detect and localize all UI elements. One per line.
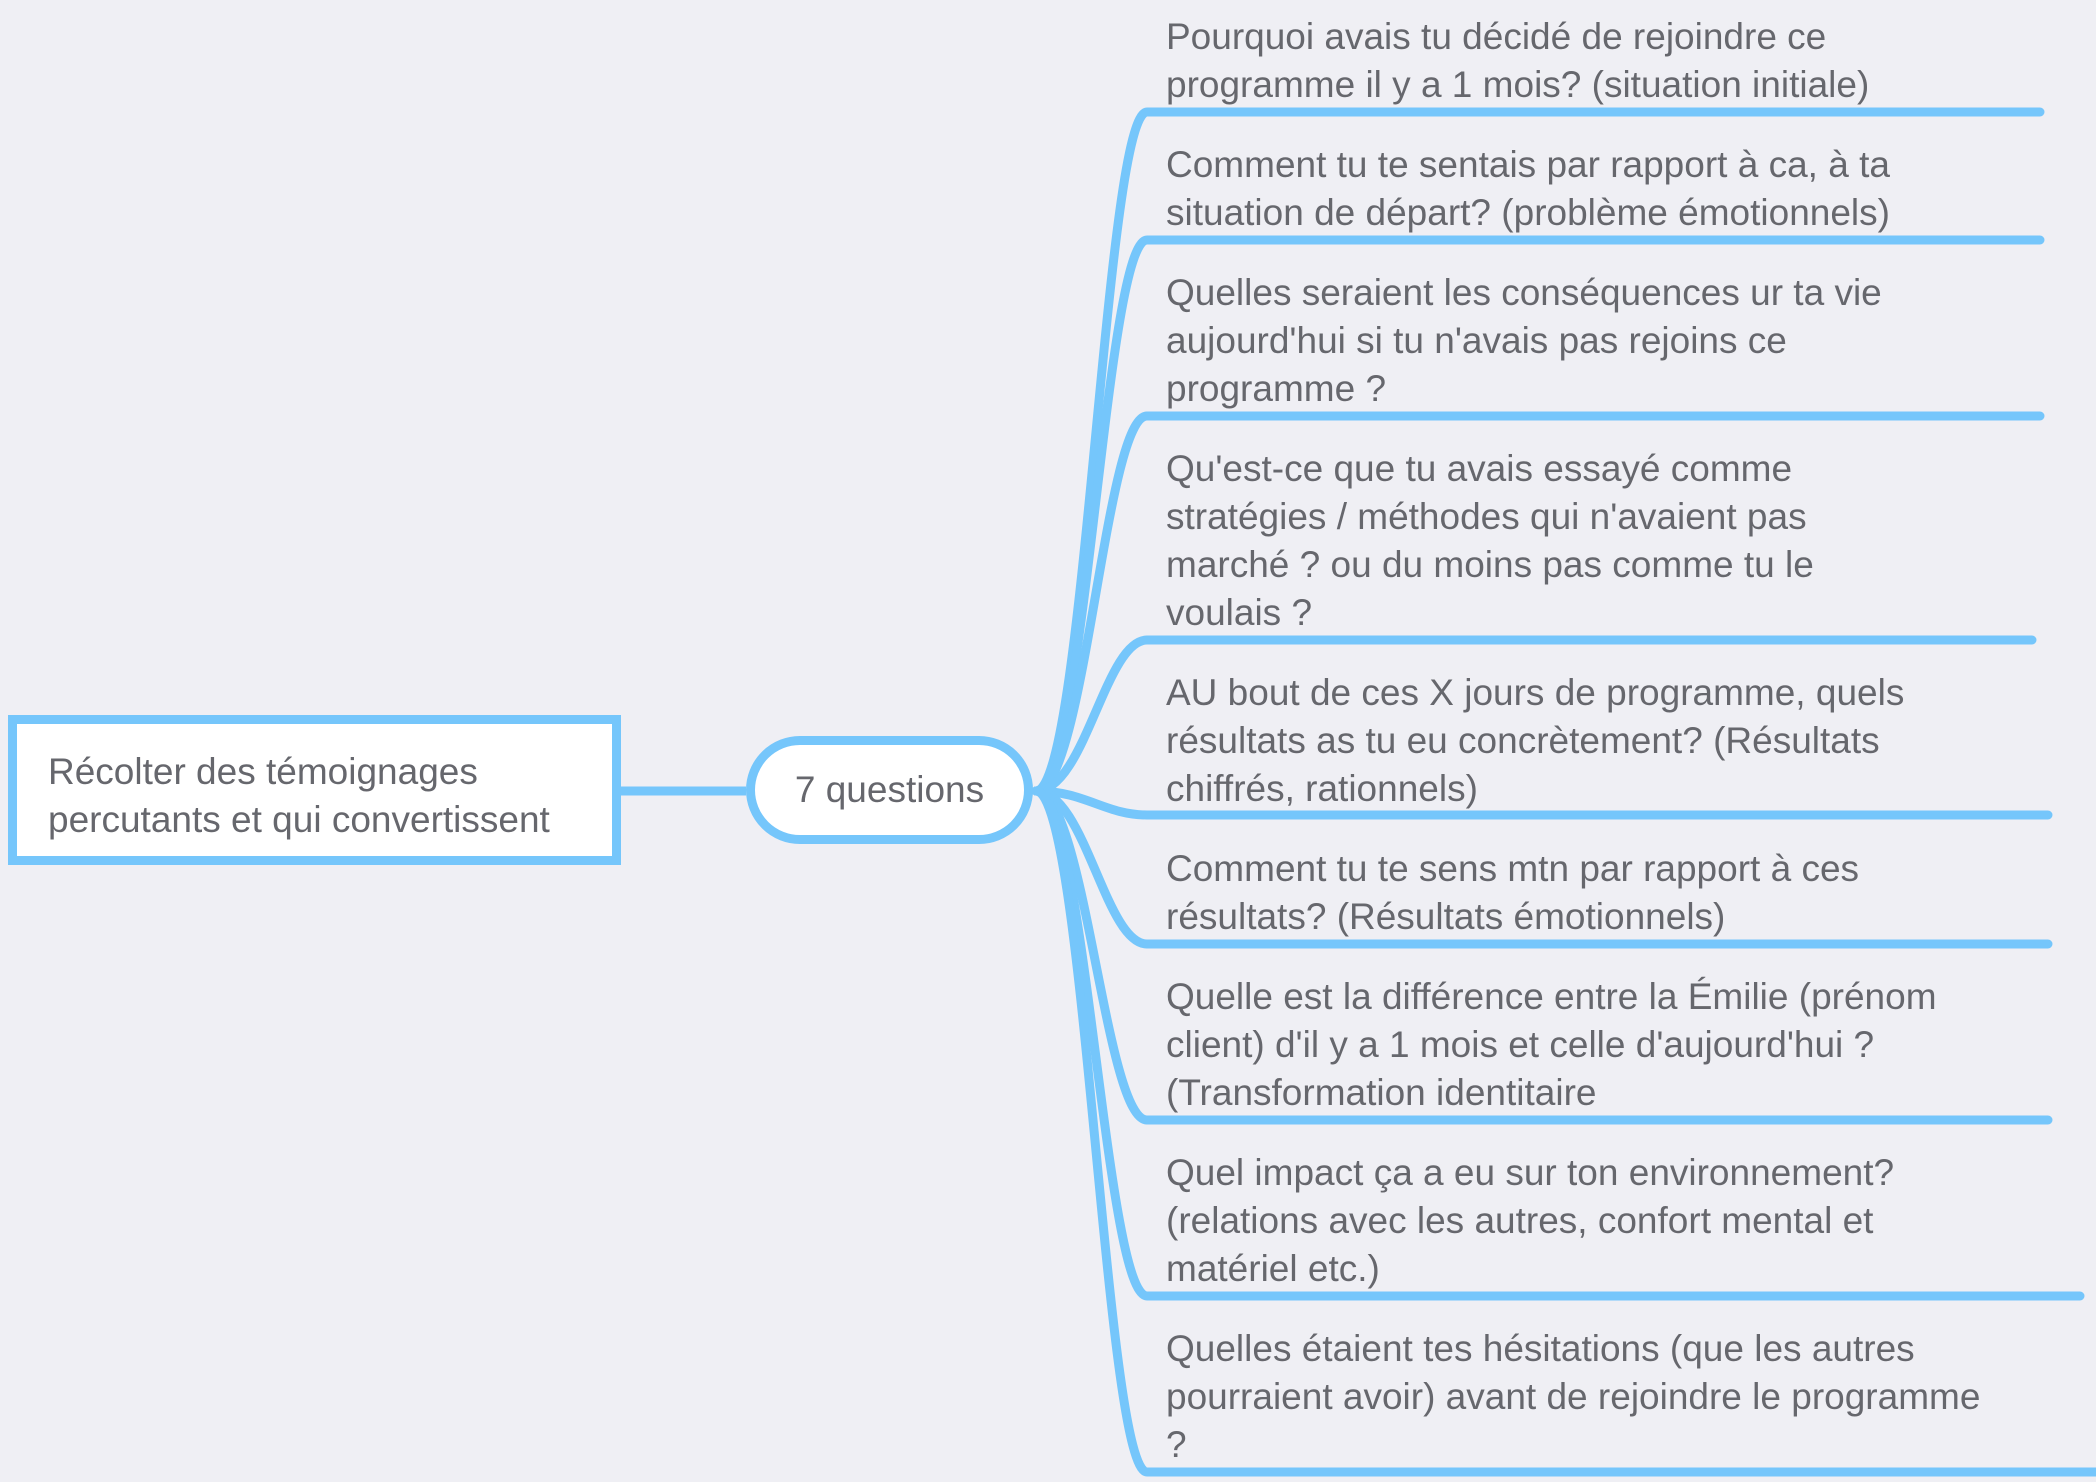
question-topic-3[interactable]: Quelles seraient les conséquences ur ta … xyxy=(1166,269,1986,413)
question-label: Quelles étaient tes hésitations (que les… xyxy=(1166,1328,1981,1465)
branch-connector-4 xyxy=(1031,635,2037,796)
question-label: Quel impact ça a eu sur ton environnemen… xyxy=(1166,1152,1895,1289)
question-topic-1[interactable]: Pourquoi avais tu décidé de rejoindre ce… xyxy=(1166,13,1986,109)
hub-topic-7-questions[interactable]: 7 questions xyxy=(746,736,1033,844)
question-label: Quelle est la différence entre la Émilie… xyxy=(1166,976,1937,1113)
question-label: Comment tu te sentais par rapport à ca, … xyxy=(1166,144,1890,233)
question-topic-8[interactable]: Quel impact ça a eu sur ton environnemen… xyxy=(1166,1149,1986,1293)
question-label: Quelles seraient les conséquences ur ta … xyxy=(1166,272,1882,409)
question-label: Pourquoi avais tu décidé de rejoindre ce… xyxy=(1166,16,1870,105)
question-topic-6[interactable]: Comment tu te sens mtn par rapport à ces… xyxy=(1166,845,1966,941)
root-topic[interactable]: Récolter des témoignages percutants et q… xyxy=(8,715,621,865)
hub-topic-label: 7 questions xyxy=(794,769,985,810)
question-label: AU bout de ces X jours de programme, que… xyxy=(1166,672,1905,809)
question-topic-7[interactable]: Quelle est la différence entre la Émilie… xyxy=(1166,973,2006,1117)
question-topic-2[interactable]: Comment tu te sentais par rapport à ca, … xyxy=(1166,141,1986,237)
branch-connector-3 xyxy=(1031,411,2045,796)
question-topic-4[interactable]: Qu'est-ce que tu avais essayé comme stra… xyxy=(1166,445,1936,637)
root-topic-label: Récolter des témoignages percutants et q… xyxy=(48,751,550,840)
question-label: Qu'est-ce que tu avais essayé comme stra… xyxy=(1166,448,1814,633)
question-topic-9[interactable]: Quelles étaient tes hésitations (que les… xyxy=(1166,1325,1996,1469)
branch-connector-9 xyxy=(1031,786,2096,1477)
question-label: Comment tu te sens mtn par rapport à ces… xyxy=(1166,848,1860,937)
question-topic-5[interactable]: AU bout de ces X jours de programme, que… xyxy=(1166,669,1996,813)
